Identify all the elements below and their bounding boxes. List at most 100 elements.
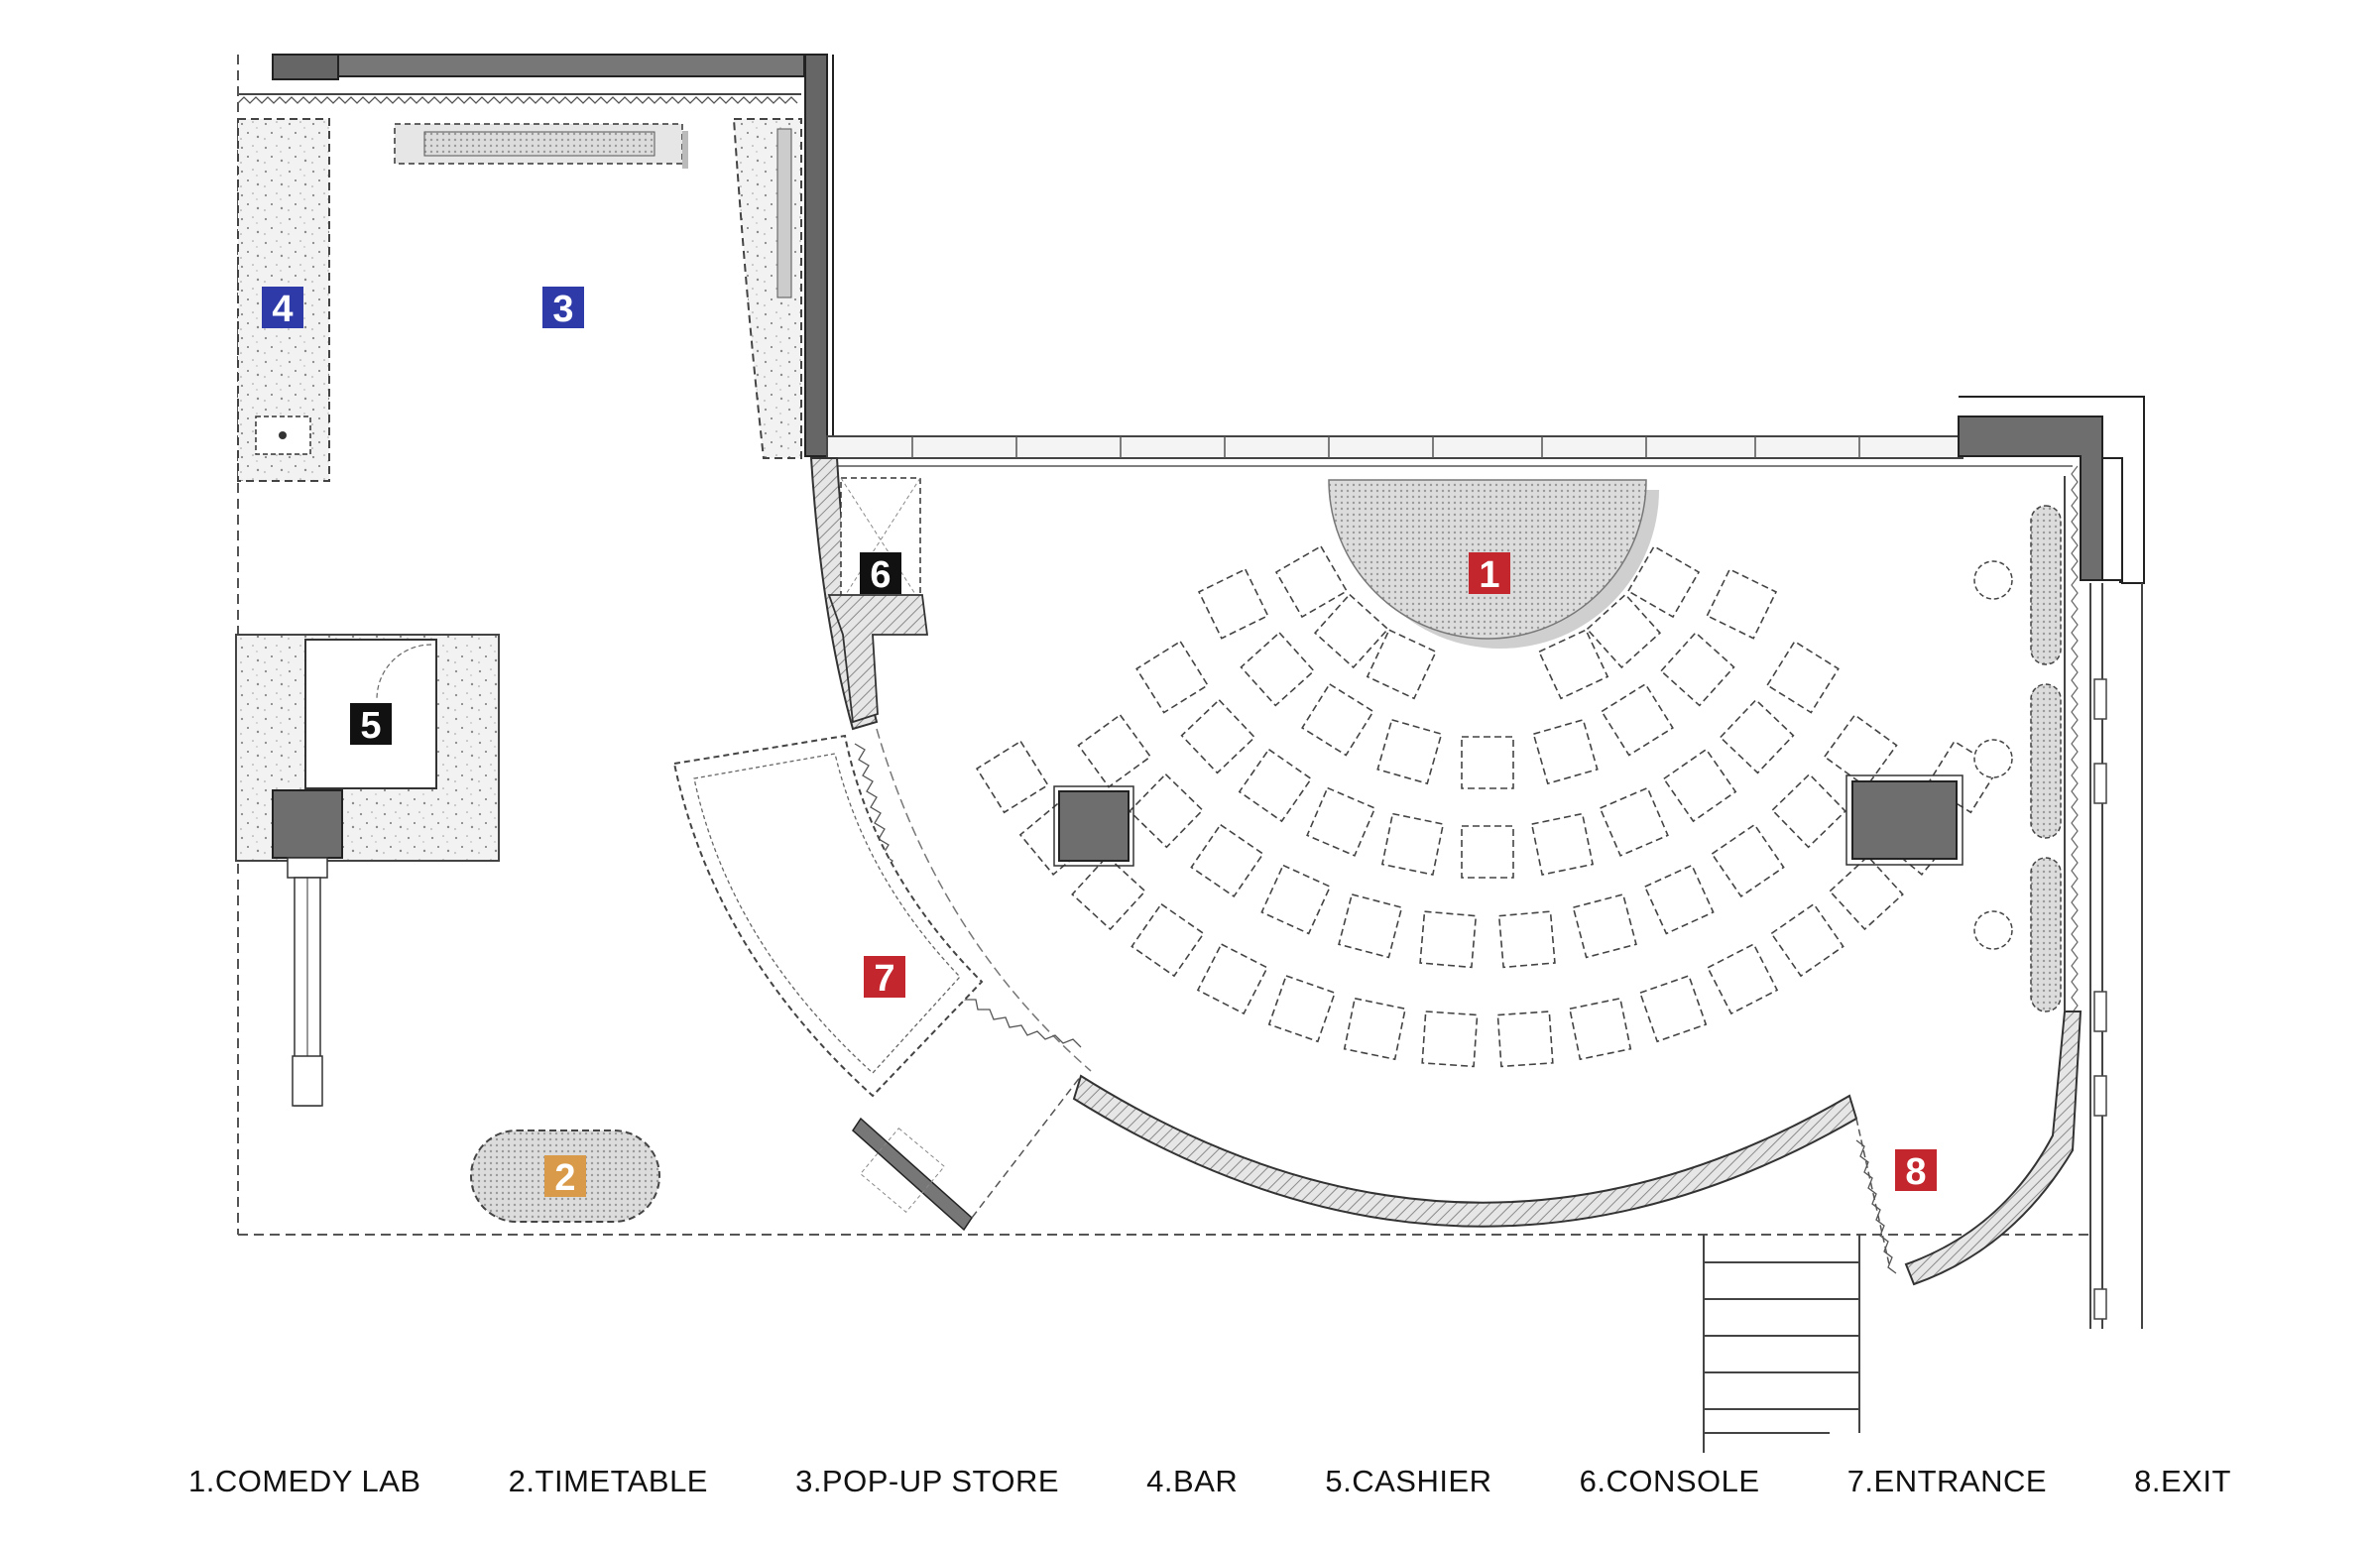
marker-number: 2 xyxy=(554,1157,575,1199)
exit-curved-wall xyxy=(1904,1011,2082,1286)
seat xyxy=(1190,823,1264,898)
legend: 1.COMEDY LAB 2.TIMETABLE 3.POP-UP STORE … xyxy=(188,1460,2231,1503)
marker-exit: 8 xyxy=(1895,1149,1937,1193)
column-right-outline xyxy=(1845,774,1964,866)
seat xyxy=(1130,902,1205,978)
seat xyxy=(1421,1011,1479,1068)
side-tables xyxy=(1973,505,2062,1012)
seat xyxy=(1306,786,1376,857)
seat xyxy=(1313,593,1389,669)
column-left xyxy=(1058,790,1130,862)
seat xyxy=(1274,544,1349,619)
seat xyxy=(1497,910,1556,969)
marker-box xyxy=(1469,552,1510,594)
legend-item-bar: 4.BAR xyxy=(1146,1464,1239,1498)
seat xyxy=(1135,640,1209,714)
seat xyxy=(1071,855,1146,931)
upper-right-wall xyxy=(804,54,828,457)
seat xyxy=(1338,892,1403,959)
building-walls xyxy=(237,54,2145,1329)
legend-item-cashier: 5.CASHIER xyxy=(1325,1464,1492,1498)
corner-wall-fill xyxy=(1958,416,2103,581)
legend-item-pop-up-store: 3.POP-UP STORE xyxy=(795,1464,1060,1498)
seat xyxy=(1572,892,1637,959)
marker-timetable: 2 xyxy=(544,1155,586,1199)
seat xyxy=(1532,718,1599,785)
top-wall-zigzag xyxy=(237,96,798,104)
popup-shelf-slot xyxy=(776,128,792,298)
seat xyxy=(1240,631,1316,707)
marker-cashier: 5 xyxy=(350,703,392,747)
seat xyxy=(1770,902,1844,978)
auditorium-top-wall xyxy=(826,435,1964,459)
seat xyxy=(1638,974,1708,1043)
popup-display xyxy=(394,123,688,169)
legend-item-console: 6.CONSOLE xyxy=(1579,1464,1760,1498)
seat xyxy=(1129,773,1204,849)
seat xyxy=(1706,568,1778,640)
seat xyxy=(1662,748,1737,823)
seat xyxy=(1238,748,1313,823)
legend-item-entrance: 7.ENTRANCE xyxy=(1846,1464,2048,1498)
seat xyxy=(1719,698,1795,774)
marker-number: 8 xyxy=(1905,1151,1926,1193)
front-curved-wall xyxy=(1072,1074,1858,1228)
marker-box xyxy=(860,552,901,594)
seat xyxy=(1496,1011,1554,1068)
entrance-area xyxy=(672,734,1082,1232)
console-wall xyxy=(827,594,929,724)
marker-number: 3 xyxy=(552,289,573,330)
marker-box xyxy=(350,703,392,745)
marker-pop-up-store: 3 xyxy=(542,287,584,330)
cashier-counter xyxy=(235,634,500,1107)
seat xyxy=(1301,682,1374,757)
marker-number: 1 xyxy=(1479,554,1499,596)
column-right xyxy=(1851,780,1958,860)
seat xyxy=(1659,631,1735,707)
legend-item-exit: 8.EXIT xyxy=(2134,1464,2231,1498)
right-wall-zigzag xyxy=(2071,465,2079,1022)
marker-bar: 4 xyxy=(262,287,303,330)
seat xyxy=(1599,786,1669,857)
seat xyxy=(1707,943,1779,1015)
cashier-rail-cap xyxy=(287,857,328,879)
exit-stairs xyxy=(1703,1235,1860,1453)
seat xyxy=(1766,640,1840,714)
seat xyxy=(1601,682,1674,757)
seat xyxy=(1343,997,1407,1061)
seat xyxy=(1419,910,1478,969)
right-wall-windows xyxy=(2093,678,2107,1320)
seat xyxy=(1380,812,1445,876)
marker-box xyxy=(1895,1149,1937,1191)
seat xyxy=(1197,568,1269,640)
seat xyxy=(1537,629,1609,700)
corner-wall-top-right xyxy=(1959,396,2145,584)
seat xyxy=(1267,974,1337,1043)
seat xyxy=(1829,855,1904,931)
seat xyxy=(1196,943,1268,1015)
exit-area xyxy=(1855,476,2082,1286)
marker-box xyxy=(542,287,584,328)
seat xyxy=(1711,823,1785,898)
seat xyxy=(1376,718,1443,785)
seat xyxy=(1643,864,1715,935)
cashier-door-arc xyxy=(376,644,432,700)
entrance-mat xyxy=(860,1128,945,1213)
entrance-door-panel xyxy=(852,1117,973,1232)
seat xyxy=(1626,544,1701,619)
seat xyxy=(1461,736,1514,789)
exit-door-swing xyxy=(1855,1118,1890,1265)
entrance-bench xyxy=(672,734,984,1098)
marker-console: 6 xyxy=(860,552,901,596)
seat xyxy=(1771,773,1846,849)
seat xyxy=(1586,593,1662,669)
seat xyxy=(1180,698,1256,774)
marker-number: 4 xyxy=(272,289,293,330)
top-wall-block xyxy=(272,54,339,80)
seat xyxy=(1461,825,1514,879)
marker-box xyxy=(262,287,303,328)
marker-box xyxy=(544,1155,586,1197)
seat xyxy=(1260,864,1332,935)
seat xyxy=(1530,812,1595,876)
